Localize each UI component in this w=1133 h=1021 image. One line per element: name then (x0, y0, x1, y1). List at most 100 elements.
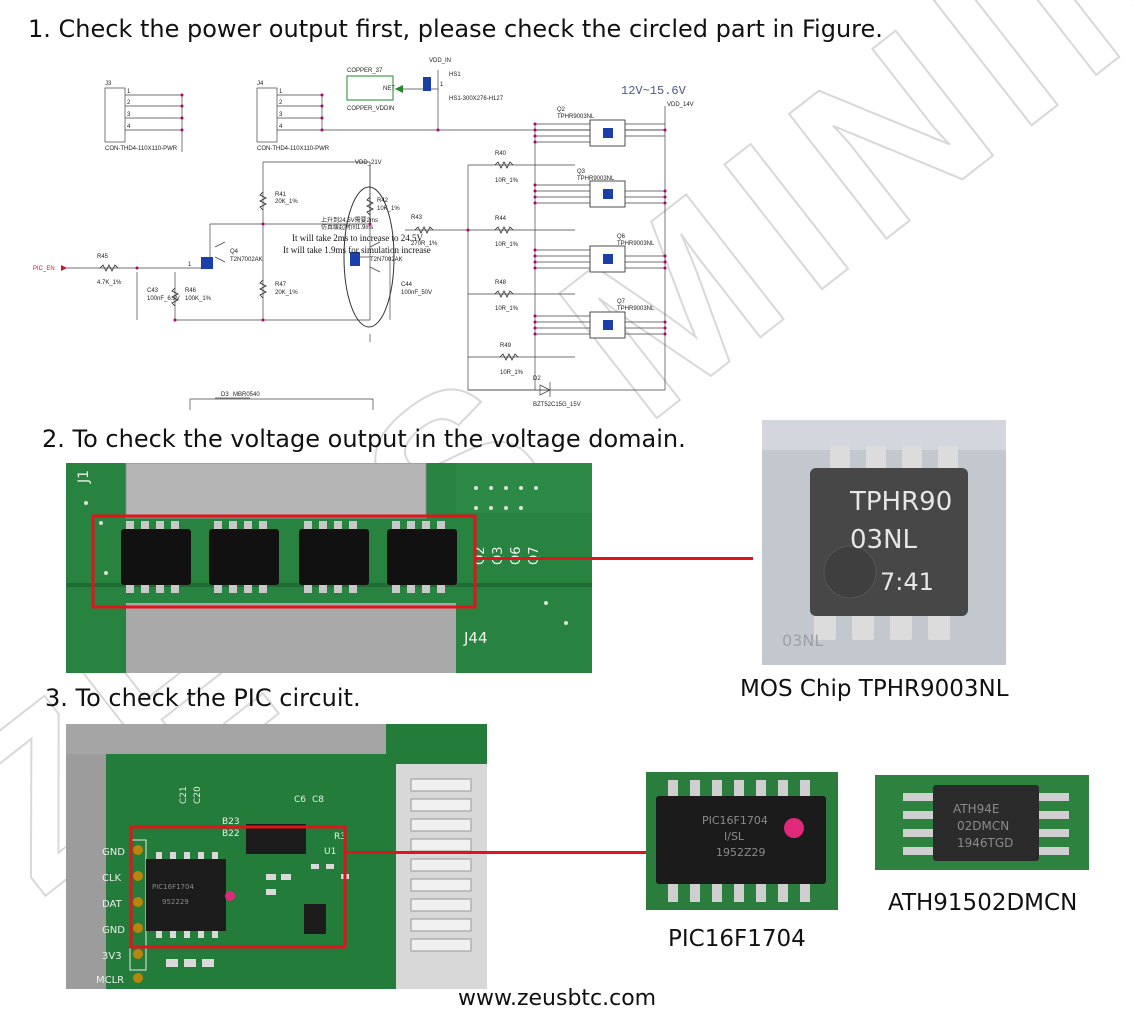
q6-part: TPHR9003NL (617, 241, 655, 247)
pic-chip-drawing: PIC16F1704 I/SL 1952Z29 (646, 772, 838, 910)
mosfet-q3-symbol (589, 180, 626, 208)
j3-pin2: 2 (127, 100, 131, 106)
pin-clk: CLK (102, 873, 122, 884)
connector-j4 (256, 87, 278, 143)
mos-chip-line2: 03NL (850, 525, 918, 555)
r45-label: R45 (97, 254, 109, 260)
j4-label: J4 (257, 81, 264, 87)
mosfet-connector-line (475, 557, 753, 560)
c43-value: 100nF_6.3V (147, 296, 180, 302)
pin-gnd-2: GND (102, 925, 125, 936)
pic-chip-caption: PIC16F1704 (668, 926, 806, 952)
silk-j44: J44 (463, 629, 488, 647)
silk-q3: Q3 (491, 546, 506, 565)
r43-label: R43 (411, 215, 423, 221)
pic-board-drawing: PIC16F1704 952229 GND CLK DAT GND 3V3 MC… (66, 724, 487, 989)
d2-part: BZT52C15G_15V (533, 402, 581, 408)
j3-pin4: 4 (127, 124, 131, 130)
r41-label: R41 (275, 192, 287, 198)
vdd-14v-label: VDD_14V (667, 102, 694, 108)
q4-part: T2N7002AK (230, 257, 263, 263)
c44-value: 100nF_50V (401, 290, 432, 296)
r49-value: 10R_1% (500, 370, 524, 376)
r49-label: R49 (500, 343, 512, 349)
copper-net-label: NET (383, 86, 395, 92)
pic-board-photo: PIC16F1704 952229 GND CLK DAT GND 3V3 MC… (66, 724, 487, 989)
j3-part: CON-THD4-110X110-PWR (105, 146, 178, 152)
silk-b23: B23 (222, 817, 240, 827)
annotation-cn2: 仿真缓起时间1.9ms (321, 223, 373, 231)
silk-j1: J1 (76, 470, 92, 484)
circled-region (343, 186, 395, 328)
q5-part: T2N7002AK (370, 257, 403, 263)
silk-q6: Q6 (509, 546, 524, 565)
pic-mark-on-board: PIC16F1704 (152, 883, 194, 891)
copper-box (346, 75, 394, 101)
silk-q7: Q7 (527, 546, 542, 565)
c43-label: C43 (147, 288, 159, 294)
ath-chip-line1: ATH94E (953, 802, 999, 816)
silk-q2: Q2 (473, 546, 488, 565)
step1-heading: 1. Check the power output first, please … (28, 15, 883, 43)
mos-chip-line3: 7:41 (880, 568, 934, 596)
j3-pin1: 1 (127, 89, 131, 95)
d2-label: D2 (533, 376, 541, 382)
annotation-line2: It will take 1.9ms for simulation increa… (283, 245, 431, 255)
j4-pin4: 4 (279, 124, 283, 130)
mos-chip-caption: MOS Chip TPHR9003NL (740, 676, 1009, 702)
r44-value: 10R_1% (495, 242, 519, 248)
q6-label: Q6 (617, 234, 626, 240)
q7-part: TPHR9003NL (617, 306, 655, 312)
ath-chip-line2: 02DMCN (957, 819, 1009, 833)
silk-c20: C20 (193, 786, 203, 804)
r46-value: 100K_1% (185, 296, 212, 302)
r42-value: 10K_1% (377, 206, 400, 212)
step2-heading: 2. To check the voltage output in the vo… (42, 425, 686, 453)
pin-gnd-1: GND (102, 847, 125, 858)
mos-chip-line1: TPHR90 (849, 487, 952, 517)
mosfet-highlight-box (91, 514, 477, 609)
silk-u1: U1 (324, 847, 336, 857)
r42-label: R42 (377, 198, 389, 204)
pic-mark2-on-board: 952229 (162, 898, 189, 906)
pic-chip-line3: 1952Z29 (716, 846, 766, 859)
r48-label: R48 (495, 280, 507, 286)
pin-3v3: 3V3 (102, 951, 122, 962)
r45-value: 4.7K_1% (97, 280, 122, 286)
pin-dat: DAT (102, 899, 123, 910)
j4-part: CON-THD4-110X110-PWR (257, 146, 330, 152)
hs1-label: HS1 (449, 72, 461, 78)
q2-part: TPHR9003NL (557, 114, 595, 120)
mos-chip-corner: 03NL (782, 631, 823, 650)
voltage-range-label: 12V~15.6V (621, 84, 687, 98)
ath-chip-line3: 1946TGD (957, 836, 1013, 850)
copper-top-label: COPPER_37 (347, 68, 383, 74)
hs1-part: HS1-300X276-H127 (449, 96, 504, 102)
c44-label: C44 (401, 282, 413, 288)
mosfet-q7-symbol (589, 311, 626, 339)
website-footer: www.zeusbtc.com (458, 986, 657, 1011)
q4-label: Q4 (230, 249, 239, 255)
pic-chip-line1: PIC16F1704 (702, 814, 768, 827)
j3-label: J3 (105, 81, 112, 87)
r43-value: 270R_1% (411, 241, 438, 247)
q3-part: TPHR9003NL (577, 176, 615, 182)
r46-label: R46 (185, 288, 197, 294)
silk-b22: B22 (222, 829, 240, 839)
vdd-in-label: VDD_IN (429, 58, 451, 64)
silk-r3: R3 (334, 832, 346, 842)
r47-value: 20K_1% (275, 290, 298, 296)
hs1-pin: 1 (440, 82, 444, 88)
r44-label: R44 (495, 216, 507, 222)
r40-label: R40 (495, 151, 507, 157)
pic-chip-line2: I/SL (724, 830, 745, 843)
pin-mclr: MCLR (96, 975, 124, 986)
hashboard-mosfet-drawing: J1 J44 Q2 Q3 Q6 Q7 (66, 463, 592, 673)
pic-connector-line (344, 851, 646, 854)
j4-pin3: 3 (279, 112, 283, 118)
q3-label: Q3 (577, 169, 586, 175)
r48-value: 10R_1% (495, 306, 519, 312)
power-schematic: J3 CON-THD4-110X110-PWR J4 CON-THD4-110X… (33, 58, 694, 410)
hashboard-mosfet-photo: J1 J44 Q2 Q3 Q6 Q7 (66, 463, 592, 673)
pic-highlight-box (129, 825, 347, 949)
